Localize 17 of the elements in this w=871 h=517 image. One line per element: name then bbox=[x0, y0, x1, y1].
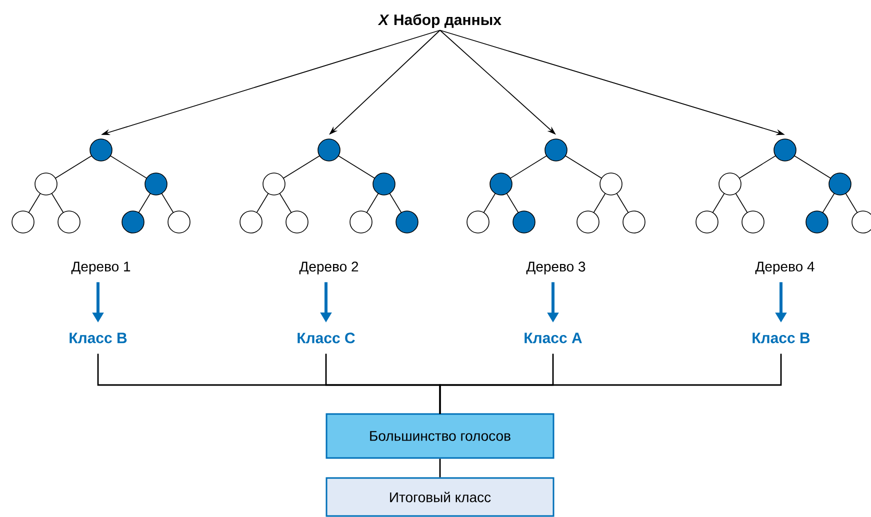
result-box: Итоговый класс bbox=[326, 477, 554, 517]
tree-drawing bbox=[466, 138, 646, 234]
tree-label: Дерево 2 bbox=[299, 262, 358, 274]
class-label: Класс B bbox=[752, 332, 810, 344]
class-label: Класс A bbox=[524, 332, 582, 344]
tree-drawing bbox=[240, 138, 418, 234]
tree-drawing bbox=[12, 138, 190, 234]
vote-box: Большинство голосов bbox=[326, 413, 554, 459]
class-label: Класс C bbox=[298, 332, 355, 344]
class-label: Класс B bbox=[70, 332, 127, 344]
connector-line bbox=[439, 354, 782, 414]
tree-label: Дерево 4 bbox=[755, 262, 814, 274]
connector-line bbox=[439, 458, 441, 478]
tree-drawing bbox=[696, 138, 871, 234]
dataset-title: X Набор данных bbox=[378, 14, 502, 28]
tree-label: Дерево 3 bbox=[526, 262, 586, 274]
tree-label: Дерево 1 bbox=[71, 262, 130, 274]
